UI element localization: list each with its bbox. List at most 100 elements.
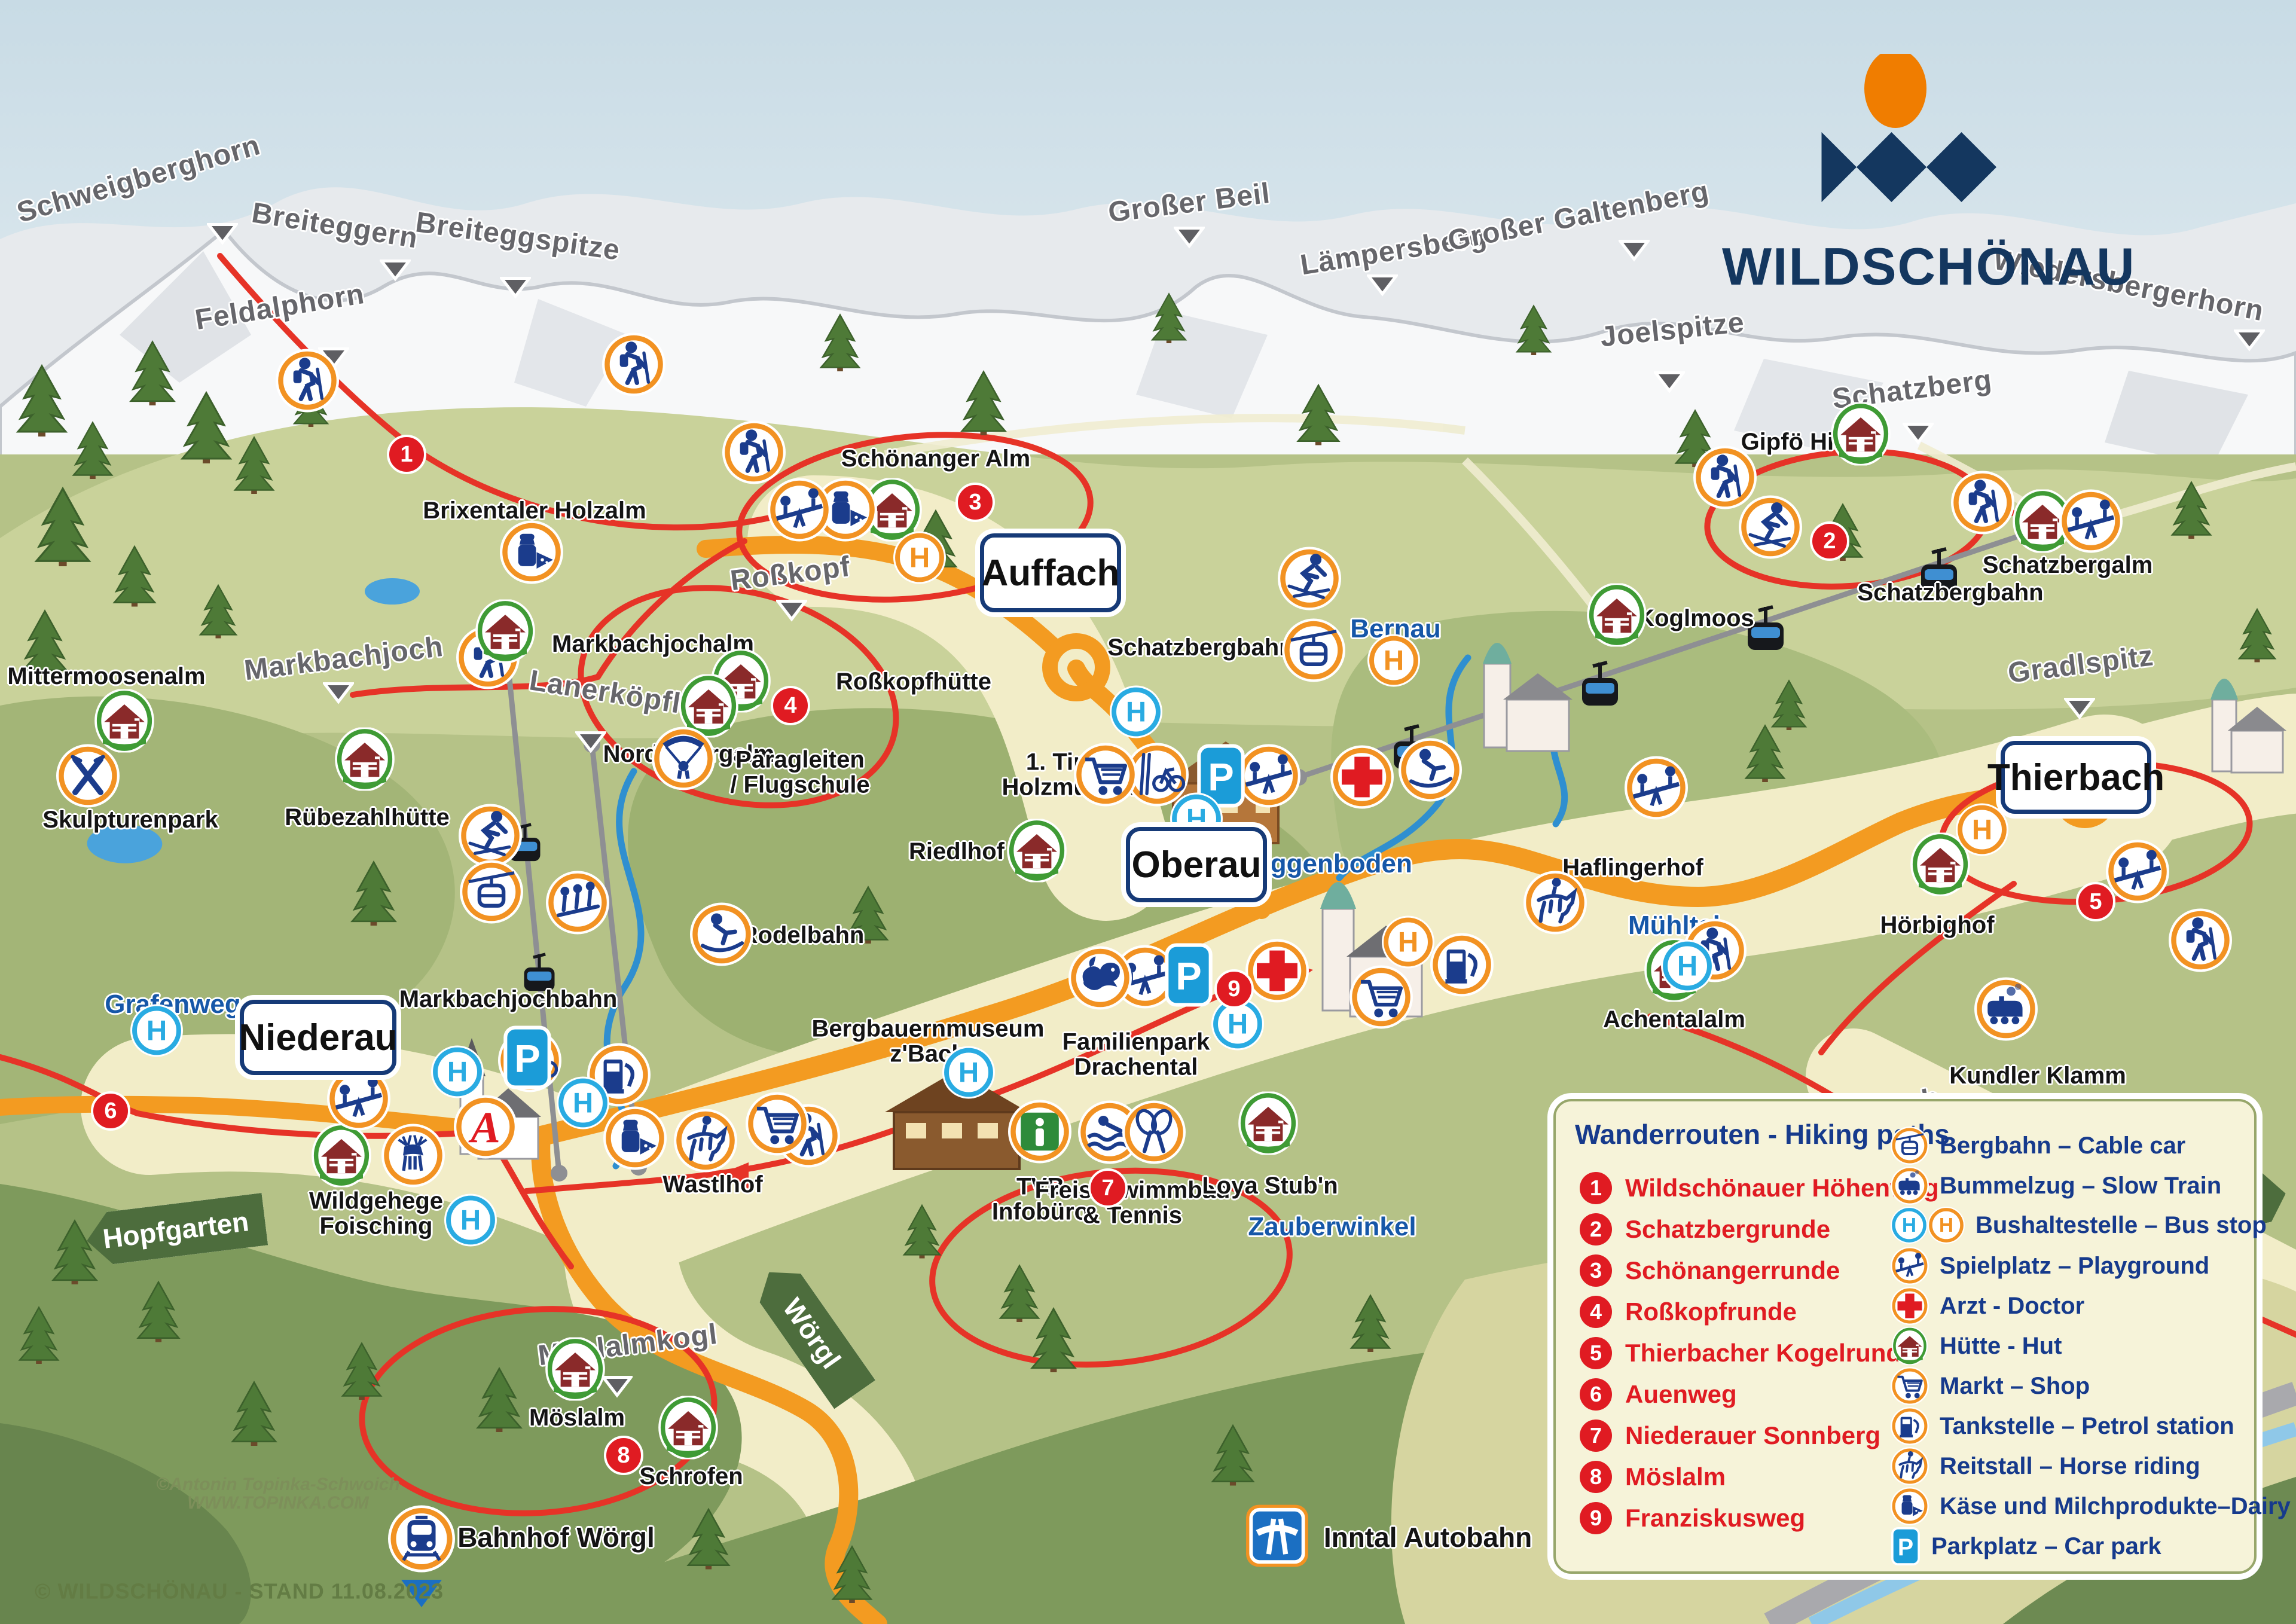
dairy-icon: [500, 520, 563, 587]
map-label: Kundler Klamm: [1949, 1063, 2126, 1089]
seesaw-icon: [2106, 840, 2169, 906]
peak-triangle-icon: [573, 729, 608, 756]
hut-icon: [1829, 401, 1892, 469]
redcross-icon: [1245, 939, 1309, 1006]
map-label: Freischwimmbad & Tennis: [1034, 1177, 1231, 1228]
route-badge: 7: [1088, 1168, 1128, 1208]
hut-icon: [1236, 1091, 1300, 1158]
logo-mark-icon: [1821, 49, 1996, 202]
legend-symbol-row: Reitstall – Horse riding: [1891, 1447, 2200, 1485]
horse-icon: [1523, 871, 1587, 938]
auffach-church: [1483, 643, 1573, 752]
map-label: Bergbauernmuseum z'Bach: [811, 1015, 1045, 1067]
redcross-icon: [1891, 1287, 1929, 1325]
cart-icon: [1891, 1367, 1929, 1405]
svg-text:P: P: [1208, 755, 1234, 799]
peak-triangle-icon: [321, 680, 356, 707]
artist-credit: ©Antonin Topinka-Schwoich WWW.TOPINKA.CO…: [156, 1474, 400, 1513]
legend-route-label: Wildschönauer Höhenweg: [1625, 1174, 1939, 1202]
map-label: Achentalalm: [1603, 1006, 1745, 1033]
legend-symbol-row: Hütte - Hut: [1891, 1327, 2062, 1365]
map-label: Koglmoos: [1637, 605, 1754, 632]
legend-symbol-row: Bummelzug – Slow Train: [1891, 1167, 2221, 1205]
legend-symbol-row: Bergbahn – Cable car: [1891, 1127, 2185, 1165]
hiker-icon: [1951, 471, 2014, 538]
map-label: Bahnhof Wörgl: [457, 1522, 655, 1553]
parking-icon: P: [1196, 744, 1246, 811]
route-number-badge: 8: [1580, 1461, 1612, 1493]
legend-symbol-label: Reitstall – Horse riding: [1940, 1452, 2200, 1479]
route-number-badge: 4: [1580, 1296, 1612, 1328]
horse-icon: [674, 1109, 737, 1176]
hblue-icon: H: [431, 1045, 484, 1101]
peak-triangle-icon: [1365, 273, 1400, 300]
map-label: Markbachjochalm: [552, 631, 754, 658]
legend-symbol-row: Markt – Shop: [1891, 1367, 2090, 1405]
map-label: Familienpark Drachental: [1062, 1028, 1210, 1080]
route-badge: 2: [1810, 521, 1849, 561]
svg-text:H: H: [1398, 926, 1418, 958]
cable-icon: [460, 860, 523, 927]
dairy-icon: [603, 1106, 667, 1173]
dairy-icon: [1891, 1487, 1929, 1525]
legend-symbol-label: Parkplatz – Car park: [1931, 1533, 2161, 1559]
peak-label: Schweigberghorn: [13, 129, 264, 229]
parking-icon: P: [503, 1025, 552, 1092]
map-label: Möslalm: [529, 1405, 625, 1431]
logo-wordmark: WILDSCHÖNAU: [1722, 237, 2136, 296]
hiker-icon: [1693, 445, 1757, 512]
cart-icon: [1349, 965, 1413, 1032]
hut-icon: [1909, 832, 1972, 899]
svg-text:H: H: [573, 1087, 593, 1119]
map-label: Schatzbergbahn: [1857, 579, 2044, 606]
map-label: Markbachjochbahn: [399, 986, 618, 1013]
dairy-icon: [814, 478, 877, 545]
hblue-icon: H: [942, 1046, 995, 1102]
route-badge: 3: [955, 483, 995, 522]
legend-symbol-row: Arzt - Doctor: [1891, 1287, 2084, 1325]
wildschoenau-logo: WILDSCHÖNAU: [1722, 49, 2136, 297]
hblue-icon: H: [130, 1004, 183, 1060]
seesaw-icon: [2059, 489, 2123, 556]
map-label: Schönanger Alm: [841, 445, 1031, 472]
route-number-badge: 3: [1580, 1254, 1612, 1287]
legend-symbol-label: Bergbahn – Cable car: [1940, 1132, 2186, 1159]
hut-icon: [310, 1123, 373, 1190]
legend-route-label: Niederauer Sonnberg: [1625, 1421, 1881, 1449]
route-number-badge: 6: [1580, 1378, 1612, 1411]
peak-triangle-icon: [2232, 328, 2267, 355]
hblue-icon: H: [1661, 939, 1714, 996]
legend-symbol-label: Hütte - Hut: [1940, 1332, 2062, 1359]
svg-text:H: H: [1228, 1008, 1248, 1040]
map-copyright: © WILDSCHÖNAU - STAND 11.08.2023: [34, 1579, 444, 1604]
train-icon: [1891, 1167, 1929, 1205]
peak-triangle-icon: [205, 221, 240, 248]
legend-symbol-label: Käse und Milchprodukte–Dairy produce: [1940, 1492, 2296, 1519]
map-label: Wastlhof: [662, 1171, 763, 1198]
horange-icon: H: [1956, 803, 2008, 859]
map-label: Paragleiten / Flugschule: [730, 746, 870, 798]
cart-icon: [746, 1092, 809, 1159]
peak-label: Lanerköpfl: [527, 664, 683, 720]
village-sign: Thierbach: [1987, 741, 2164, 814]
route-badge: 8: [604, 1436, 643, 1475]
peak-label: Feldalphorn: [193, 278, 367, 337]
legend-symbol-label: Tankstelle – Petrol station: [1940, 1412, 2234, 1439]
seesaw-icon: [1237, 744, 1300, 811]
map-label: Roßkopfhütte: [836, 668, 991, 695]
tennis-icon: [1122, 1100, 1186, 1167]
peak-triangle-icon: [498, 275, 533, 302]
svg-text:H: H: [146, 1015, 167, 1046]
seesaw-icon: [768, 478, 831, 545]
paraglider-icon: [652, 726, 715, 793]
trainfront-icon: [388, 1505, 455, 1576]
legend-route-label: Franziskusweg: [1625, 1504, 1806, 1532]
dragon-icon: [1068, 946, 1132, 1013]
legend-route-label: Auenweg: [1625, 1380, 1737, 1408]
